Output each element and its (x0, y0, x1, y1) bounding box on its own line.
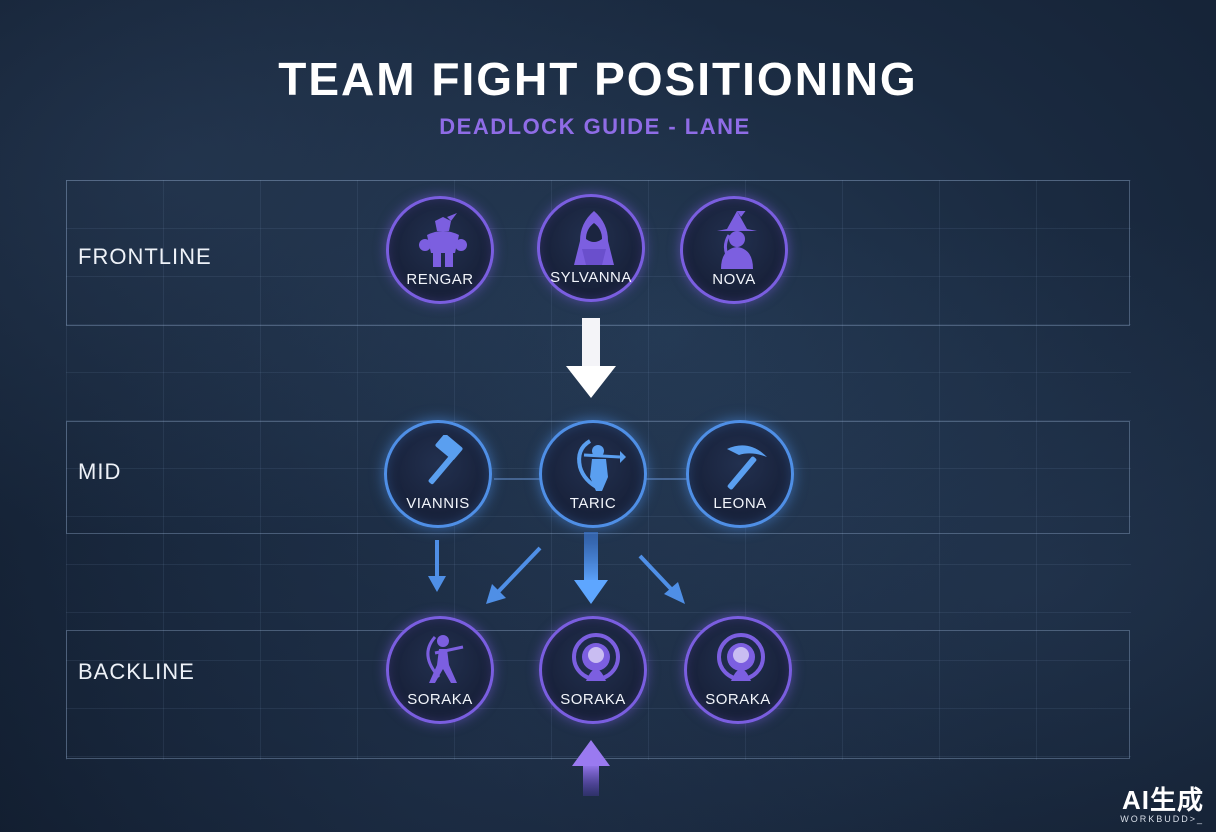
hero-card-soraka-1[interactable]: SORAKA (386, 616, 494, 724)
hero-name: SORAKA (560, 691, 626, 708)
arrow-down-viannis (428, 540, 446, 592)
hero-card-viannis[interactable]: VIANNIS (384, 420, 492, 528)
pickaxe-icon (727, 445, 767, 490)
mid-connector-right (644, 478, 688, 480)
watermark-main: AI生成 (1121, 785, 1204, 815)
arrow-down-taric (574, 532, 608, 604)
hammer-icon (428, 435, 463, 485)
hero-name: SORAKA (407, 691, 473, 708)
mid-connector-left (494, 478, 542, 480)
watermark-sub: WORKBUDD>_ (1120, 814, 1204, 824)
hero-name: SORAKA (705, 691, 771, 708)
archer-figure-icon (426, 635, 464, 683)
hero-card-soraka-2[interactable]: SORAKA (539, 616, 647, 724)
page-subtitle: DEADLOCK GUIDE - LANE (439, 114, 751, 139)
arrow-diagonal-left (486, 546, 542, 604)
page-title: TEAM FIGHT POSITIONING (278, 53, 918, 105)
hero-card-nova[interactable]: NOVA (680, 196, 788, 304)
hero-name: SYLVANNA (550, 269, 632, 286)
signal-beacon-icon (572, 633, 620, 681)
row-label-backline: BACKLINE (78, 659, 195, 684)
archer-icon (577, 439, 626, 491)
hero-card-taric[interactable]: TARIC (539, 420, 647, 528)
brawler-icon (419, 213, 467, 267)
hero-name: TARIC (569, 495, 617, 512)
hooded-figure-icon (574, 211, 614, 265)
signal-beacon-icon (717, 633, 765, 681)
hero-card-leona[interactable]: LEONA (686, 420, 794, 528)
arrow-diagonal-right (638, 554, 685, 604)
hero-card-rengar[interactable]: RENGAR (386, 196, 494, 304)
hero-name: RENGAR (406, 271, 474, 288)
arrow-down-frontline-to-mid (566, 318, 616, 398)
hero-name: VIANNIS (406, 495, 470, 512)
watermark: AI生成 WORKBUDD>_ (1120, 787, 1204, 824)
witch-icon (717, 211, 757, 269)
hero-name: LEONA (713, 495, 767, 512)
hero-card-soraka-3[interactable]: SORAKA (684, 616, 792, 724)
hero-card-sylvanna[interactable]: SYLVANNA (537, 194, 645, 302)
row-label-mid: MID (78, 459, 122, 484)
hero-name: NOVA (712, 271, 756, 288)
row-label-frontline: FRONTLINE (78, 244, 212, 269)
